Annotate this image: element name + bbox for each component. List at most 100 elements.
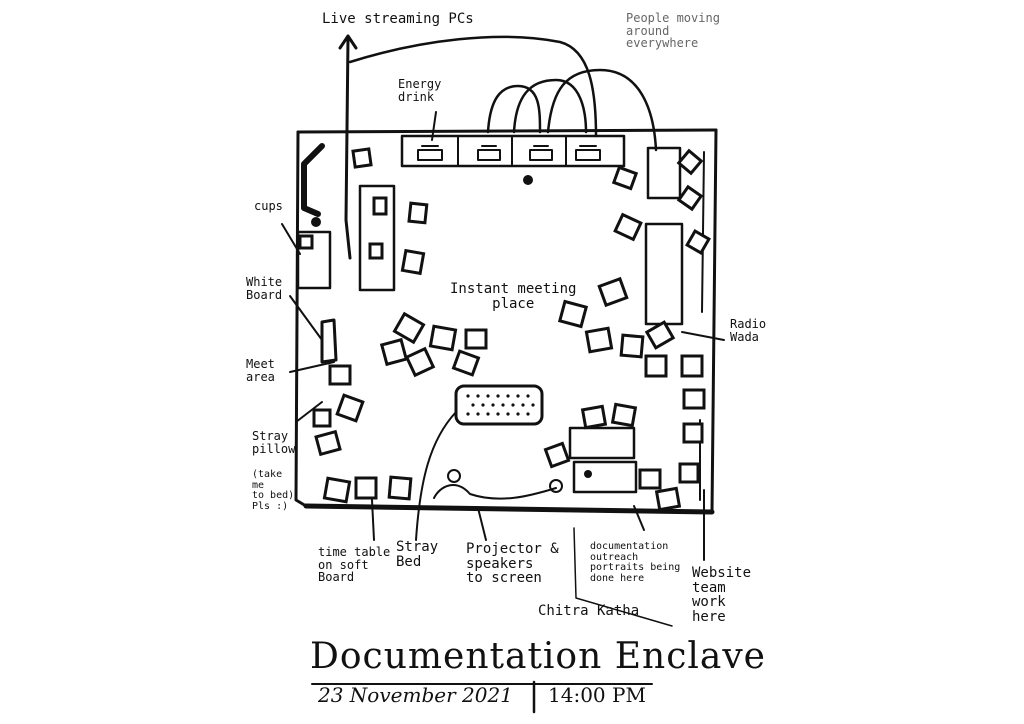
cable-pcs-2	[512, 78, 588, 134]
chair	[368, 242, 384, 260]
label-energy-drink: Energy drink	[398, 77, 442, 104]
chair	[654, 486, 682, 512]
stray-bed	[454, 384, 544, 426]
chair	[428, 324, 458, 352]
stray-bed-pointer	[415, 411, 457, 541]
projector-pointer	[477, 507, 487, 541]
label-people-moving: People moving around everywhere	[626, 11, 720, 51]
radio-wada-pointer	[681, 331, 725, 341]
documentation-table	[568, 426, 636, 460]
cable-live	[344, 36, 352, 260]
chair	[354, 476, 378, 500]
chair	[678, 462, 700, 484]
energy-drink-pointer	[431, 111, 437, 141]
chair	[372, 196, 388, 216]
chair	[613, 212, 643, 242]
speaker-1	[447, 469, 461, 483]
desk-right-top	[646, 146, 682, 200]
label-white-board: White Board	[246, 275, 283, 302]
chair	[682, 422, 704, 444]
chair	[685, 229, 711, 255]
chair	[580, 404, 608, 430]
chair	[404, 346, 436, 378]
chair	[328, 364, 352, 386]
arrow-live	[338, 34, 358, 50]
date-label: 23 November 2021	[318, 683, 513, 707]
documentation-table-2	[572, 460, 638, 494]
chair	[298, 234, 314, 250]
label-documentation: documentation outreach portraits being d…	[590, 541, 681, 584]
room-wall-right	[710, 128, 718, 514]
timetable-pointer	[371, 499, 375, 541]
whiteboard	[320, 318, 338, 364]
chair	[543, 441, 571, 469]
shelf-cups	[296, 230, 332, 290]
pillow-pointer	[295, 401, 323, 423]
desk-left	[358, 184, 396, 292]
energy-drink-can	[523, 175, 533, 185]
chair	[644, 354, 668, 378]
pc-1	[417, 145, 443, 161]
label-live-streaming: Live streaming PCs	[322, 11, 474, 27]
chair	[557, 299, 589, 329]
label-website-team: Website team work here	[692, 565, 752, 626]
pc-2	[477, 145, 501, 161]
chair	[400, 248, 426, 276]
chair	[638, 468, 662, 490]
label-stray-bed: Stray Bed	[396, 539, 439, 570]
chair	[464, 328, 488, 350]
chair	[676, 184, 704, 212]
page-title: Documentation Enclave	[310, 636, 766, 677]
label-time-table: time table on soft Board	[318, 545, 391, 585]
label-meet-area: Meet area	[246, 357, 275, 384]
room-wall-bottom	[303, 503, 715, 515]
wall-left-thick	[301, 143, 325, 217]
time-label: 14:00 PM	[548, 683, 646, 707]
chair	[584, 326, 614, 354]
cups-pointer	[281, 223, 301, 255]
chair	[451, 349, 481, 377]
chair	[611, 165, 639, 191]
label-instant-meeting: Instant meeting place	[450, 281, 577, 312]
chair	[610, 402, 638, 428]
projector-cable	[433, 484, 557, 500]
chair	[407, 201, 429, 225]
stray-bed-pattern	[466, 394, 535, 416]
chairs	[298, 147, 711, 512]
cable-pcs-3	[546, 68, 658, 152]
chair	[335, 393, 365, 423]
cup	[311, 217, 321, 227]
whiteboard-pointer	[289, 295, 323, 341]
chair	[387, 475, 413, 501]
pc-4	[575, 145, 601, 161]
chair	[597, 276, 629, 308]
chair	[644, 320, 676, 350]
wall-right-inner	[701, 151, 705, 313]
chair	[392, 311, 426, 345]
cable-live-2	[348, 35, 598, 138]
label-projector: Projector & speakers to screen	[466, 541, 559, 587]
camera	[584, 470, 592, 478]
speaker-2	[549, 479, 563, 493]
chitra-bracket	[573, 527, 673, 627]
chair	[676, 148, 704, 176]
label-chitra-katha: Chitra Katha	[538, 603, 640, 619]
meet-area-pointer	[289, 361, 335, 373]
chair	[682, 388, 706, 410]
chair	[312, 408, 332, 428]
cable-pcs	[486, 84, 542, 134]
label-cups: cups	[254, 199, 283, 213]
chair	[619, 333, 645, 359]
chair	[322, 476, 352, 504]
label-stray-pillow-note: (take me to bed) Pls :)	[252, 469, 295, 512]
label-radio-wada: Radio Wada	[730, 317, 767, 344]
label-stray-pillow: Stray pillow	[252, 429, 296, 456]
room-wall-top	[296, 128, 718, 134]
chair	[314, 429, 342, 457]
pc-3	[529, 145, 553, 161]
chair	[379, 337, 409, 367]
chair	[351, 147, 373, 169]
documentation-pointer	[633, 505, 645, 531]
desk-right-mid	[644, 222, 684, 326]
